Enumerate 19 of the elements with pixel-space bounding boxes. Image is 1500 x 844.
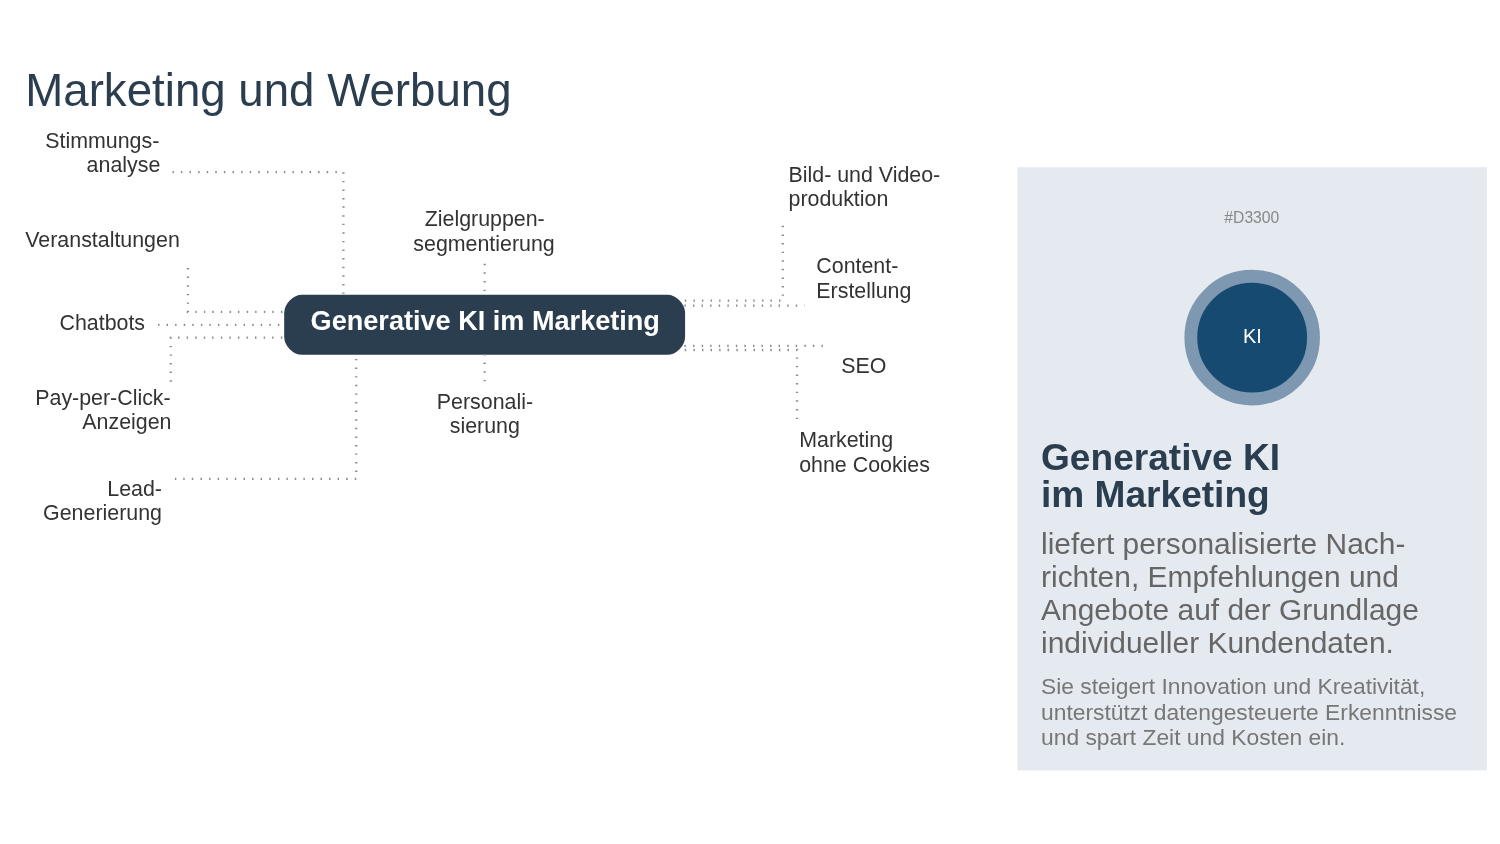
connector: [186, 267, 285, 313]
node-text: Veranstaltungen: [25, 227, 180, 252]
node-box: Generative KI im Marketing: [284, 294, 686, 355]
connector: [172, 170, 345, 295]
node-text: Pay-per-Click- Anzeigen: [35, 385, 172, 434]
node-circle: KI: [1184, 269, 1320, 405]
diagram-title: Marketing und Werbung: [25, 64, 512, 116]
node-text: Zielgruppen- segmentierung: [413, 206, 555, 256]
node-text: Personali- sierung: [436, 389, 534, 438]
node-text: Marketing ohne Cookies: [799, 427, 930, 477]
label: #D3300: [1224, 208, 1280, 226]
node-text: Lead- Generierung: [43, 476, 162, 525]
node-text: Stimmungs- analyse: [45, 128, 161, 177]
node-text: Bild- und Video- produktion: [788, 162, 941, 211]
node-text: Chatbots: [59, 310, 146, 335]
node-text: Content- Erstellung: [816, 253, 912, 303]
connector: [684, 303, 805, 307]
connector: [169, 336, 285, 382]
node-text: SEO: [841, 353, 887, 378]
